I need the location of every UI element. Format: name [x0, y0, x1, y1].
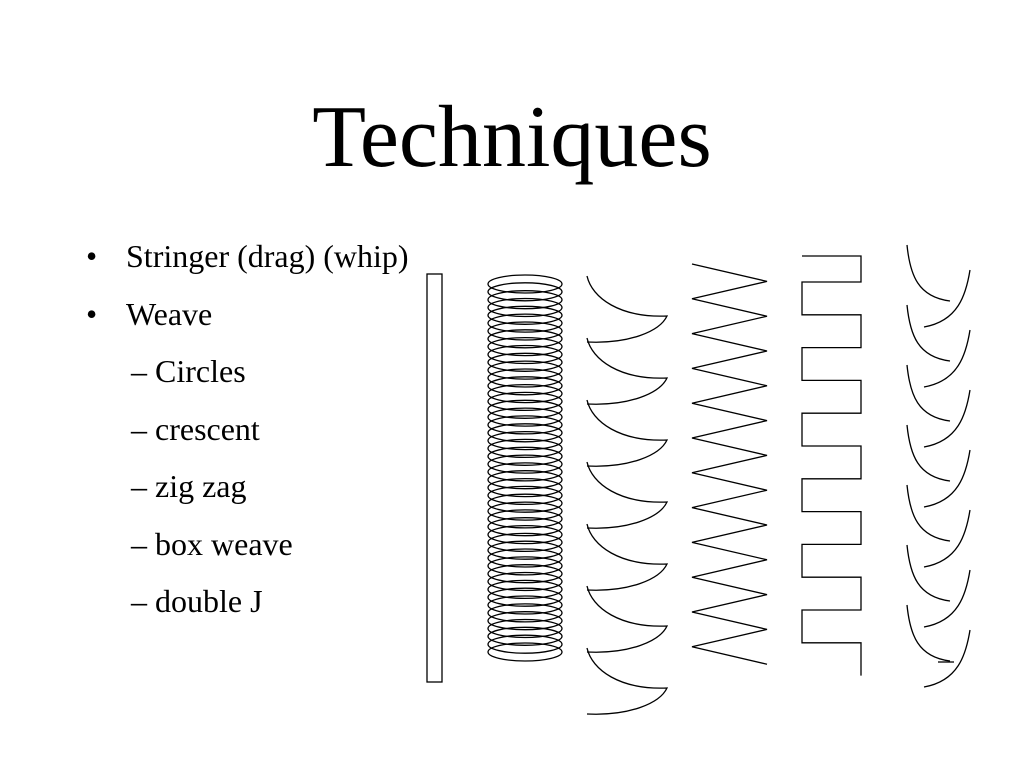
circle-loop [487, 391, 563, 412]
circle-loop [487, 626, 563, 646]
crescent-stroke [586, 523, 669, 591]
double-j-stroke [906, 604, 971, 688]
circle-loop [487, 493, 563, 513]
sub-bullet-crescent: – crescent [131, 410, 260, 447]
circle-loop [487, 462, 563, 482]
circle-loop [487, 642, 563, 662]
circle-loop [487, 501, 563, 521]
slide-title: Techniques [312, 89, 712, 186]
circle-loop [487, 470, 563, 490]
bullet-weave: • Weave [86, 286, 409, 344]
circle-loop [487, 407, 563, 427]
circle-loop [487, 517, 563, 537]
stringer-bead [426, 273, 443, 683]
circle-loop [487, 524, 563, 545]
circle-loop [487, 282, 563, 302]
circle-loop [487, 352, 563, 372]
double-j-stroke [906, 304, 971, 388]
zig-zag-pattern [691, 263, 768, 665]
sub-bullet-zig-zag: – zig zag [131, 468, 247, 504]
crescent-stroke [586, 337, 669, 405]
circle-loop [487, 564, 563, 584]
circles-pattern [487, 274, 563, 662]
crescent-stroke [586, 399, 669, 467]
circle-loop [487, 305, 563, 325]
double-j-pattern [906, 244, 971, 688]
circle-loop [487, 485, 563, 506]
bullet-text: Stringer (drag) (whip) [126, 238, 409, 274]
circle-loop [487, 634, 563, 654]
zig-zag-stroke [691, 263, 768, 665]
circle-loop [487, 532, 563, 553]
circle-loop [487, 368, 563, 388]
double-j-stroke [906, 364, 971, 448]
circle-loop [487, 321, 563, 341]
circle-loop [487, 611, 563, 631]
circle-loop [487, 618, 563, 639]
circle-loop [487, 579, 563, 600]
circle-loop [487, 313, 563, 333]
circle-loop [487, 415, 563, 435]
circle-loop [487, 587, 563, 607]
circle-loop [487, 423, 563, 443]
box-weave-pattern [801, 255, 862, 676]
bullet-marker: • [86, 295, 98, 332]
crescent-stroke [586, 585, 669, 653]
circle-loop [487, 430, 563, 451]
crescent-stroke [586, 275, 669, 343]
double-j-stroke [906, 424, 971, 508]
circle-loop [487, 454, 563, 474]
circle-loop [487, 274, 563, 294]
bullet-marker: • [86, 238, 98, 274]
circle-loop [487, 290, 563, 310]
circle-loop [487, 603, 563, 623]
circle-loop [487, 297, 563, 318]
box-weave-stroke [801, 255, 862, 676]
circle-loop [487, 438, 563, 459]
crescent-pattern [586, 275, 669, 715]
stringer-pattern [426, 273, 443, 683]
circle-loop [487, 376, 563, 396]
double-j-stroke [906, 484, 971, 568]
sub-bullet-circles: – Circles [131, 353, 246, 389]
circle-loop [487, 336, 563, 357]
circle-loop [487, 556, 563, 576]
double-j-stroke [906, 544, 971, 628]
circle-loop [487, 509, 563, 529]
crescent-stroke [586, 647, 669, 715]
circle-loop [487, 571, 563, 592]
bullet-stringer: • Stringer (drag) (whip) [86, 228, 409, 286]
circle-loop [487, 446, 563, 466]
double-j-stroke [906, 244, 971, 328]
sub-bullet-box-weave: – box weave [131, 525, 293, 562]
crescent-stroke [586, 461, 669, 529]
circle-loop [487, 399, 563, 419]
circle-loop [487, 548, 563, 568]
circle-loop [487, 383, 563, 404]
circle-loop [487, 477, 563, 498]
circle-loop [487, 329, 563, 349]
circle-loop [487, 360, 563, 380]
circle-loop [487, 344, 563, 365]
sub-bullet-double-j: – double J [131, 583, 263, 619]
circle-loop [487, 595, 563, 615]
bullet-list: • Stringer (drag) (whip) • Weave – Circles… [86, 228, 409, 631]
circle-loop [487, 540, 563, 560]
bullet-text: Weave [126, 295, 213, 332]
